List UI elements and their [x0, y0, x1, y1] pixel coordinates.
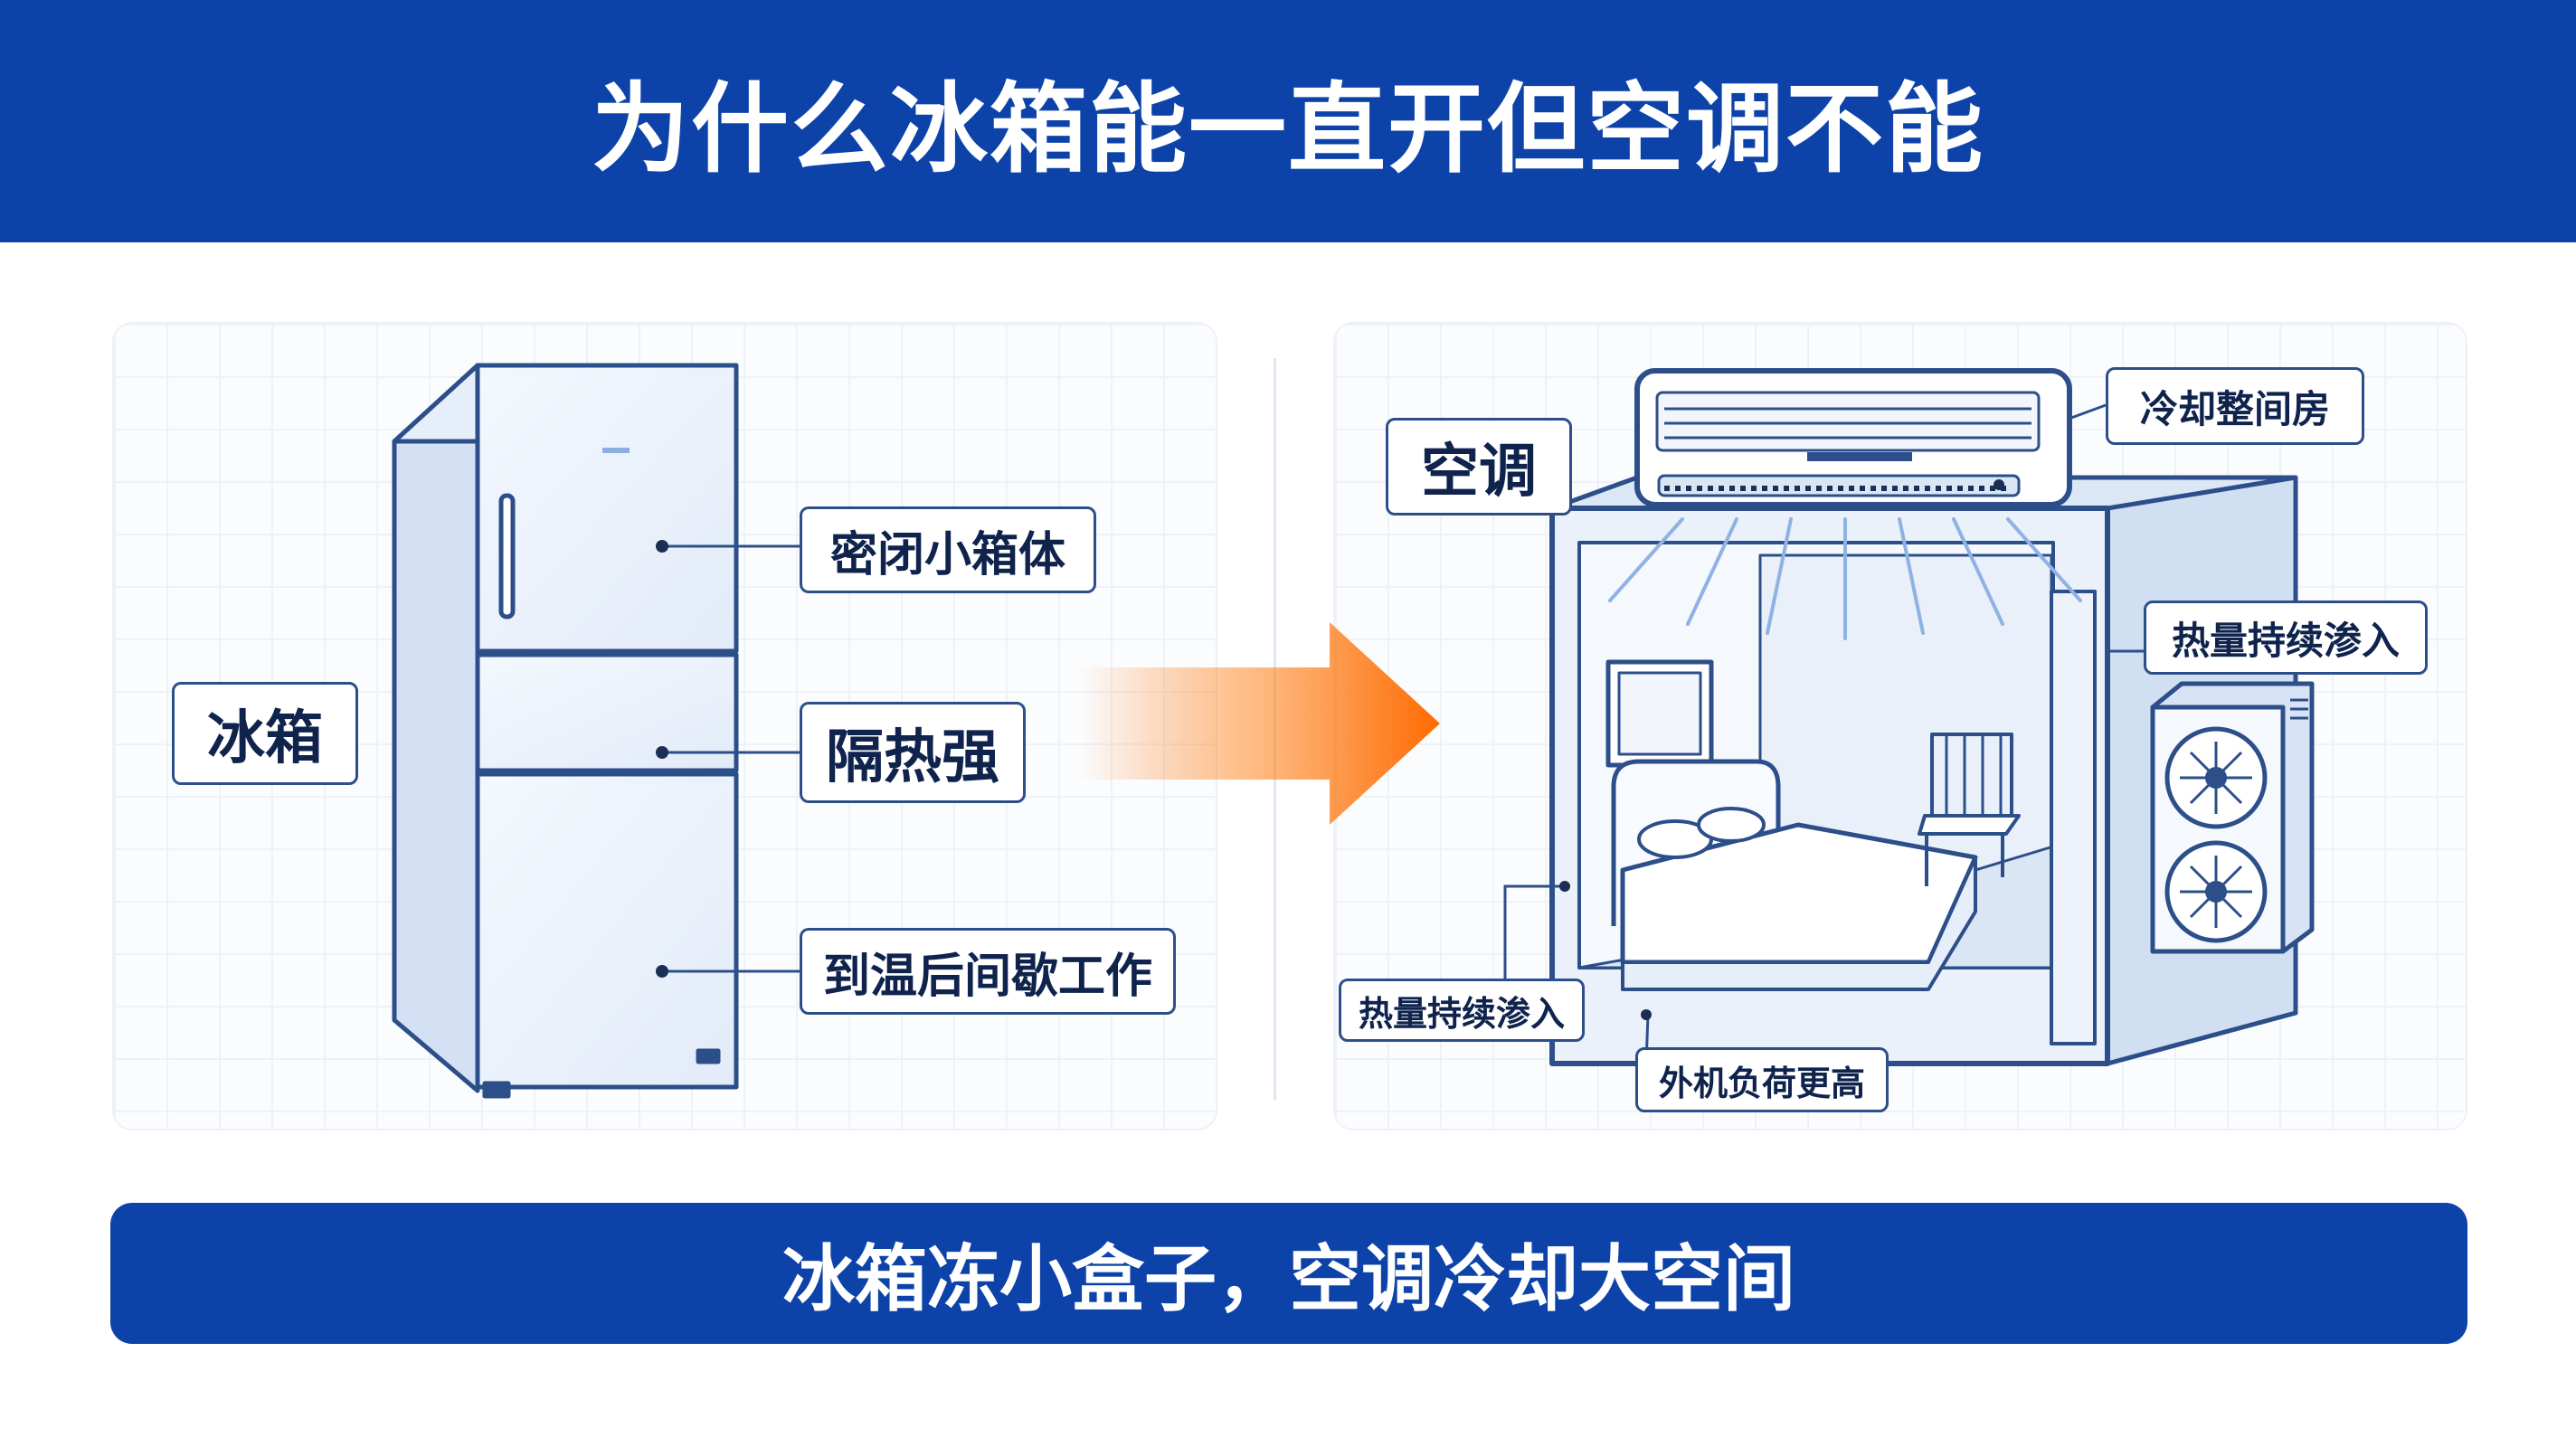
callout-heat-seeping-left: 热量持续渗入: [1339, 979, 1585, 1042]
callout-cool-whole-room: 冷却整间房: [2106, 367, 2364, 445]
callout-outdoor-load: 外机负荷更高: [1635, 1047, 1889, 1112]
room-illustration: [1549, 475, 2298, 1066]
callout-strong-insulation: 隔热强: [800, 702, 1026, 803]
arrow-right-icon: [1080, 622, 1440, 825]
fridge-label: 冰箱: [172, 682, 358, 785]
ac-label: 空调: [1386, 418, 1572, 515]
outdoor-unit-icon: [2150, 681, 2315, 954]
callout-heat-seeping-right: 热量持续渗入: [2144, 601, 2428, 675]
fridge-illustration: [392, 363, 739, 1099]
air-conditioner-icon: [1634, 368, 2072, 507]
header-banner: 为什么冰箱能一直开但空调不能: [0, 0, 2576, 242]
fridge-leader-lines: [662, 544, 801, 973]
callout-intermittent-work: 到温后间歇工作: [800, 928, 1176, 1015]
fridge-leader-dots: [656, 540, 668, 978]
summary-text: 冰箱冻小盒子，空调冷却大空间: [782, 1237, 1795, 1321]
summary-banner: 冰箱冻小盒子，空调冷却大空间: [110, 1203, 2467, 1344]
callout-sealed-small-box: 密闭小箱体: [800, 506, 1096, 593]
page-title: 为什么冰箱能一直开但空调不能: [591, 73, 1984, 186]
cool-air-rays: [1608, 517, 2082, 640]
ac-leader-dots: [1559, 881, 1652, 1020]
